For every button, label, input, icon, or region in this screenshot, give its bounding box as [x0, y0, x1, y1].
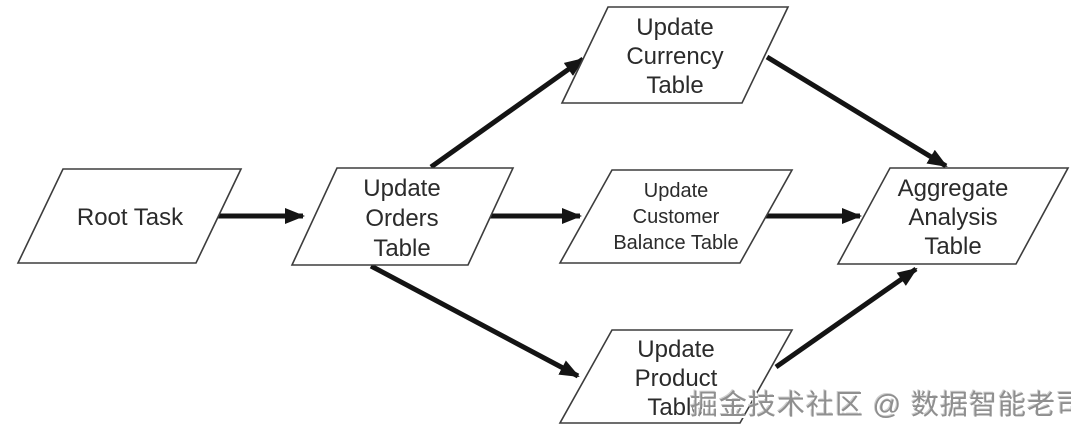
node-update-currency-table-label: Currency	[626, 43, 723, 70]
node-update-product-table-shape	[558, 329, 794, 424]
node-update-customer-balance-table-label: Update	[644, 180, 709, 202]
node-update-orders-table-label: Table	[373, 235, 430, 262]
node-update-customer-balance-table-label: Customer	[633, 206, 720, 228]
node-update-orders-table-label: Update	[363, 175, 440, 202]
node-update-product-table-label: Update	[637, 336, 714, 363]
node-root-task-shape	[16, 168, 243, 264]
node-update-product-table: Update Product Table	[558, 329, 794, 424]
node-update-product-table-label: Table	[647, 394, 704, 421]
edge-update-orders-table-to-update-currency-table	[429, 56, 585, 170]
node-update-currency-table: Update Currency Table	[560, 6, 790, 104]
node-root-task: Root Task	[16, 168, 243, 264]
node-update-orders-table-shape	[290, 167, 515, 266]
node-aggregate-analysis-table: Aggregate Analysis Table	[836, 167, 1070, 265]
node-update-product-table-label: Product	[635, 365, 718, 392]
node-update-customer-balance-table-shape	[558, 169, 794, 264]
edge-group	[214, 54, 948, 379]
node-update-customer-balance-table: Update Customer Balance Table	[558, 169, 794, 264]
node-update-currency-table-label: Update	[636, 14, 713, 41]
node-aggregate-analysis-table-label: Table	[924, 233, 981, 260]
node-aggregate-analysis-table-shape	[836, 167, 1070, 265]
watermark-text: 掘金技术社区 @ 数据智能老司机	[690, 389, 1071, 420]
node-aggregate-analysis-table-label: Analysis	[908, 204, 997, 231]
edge-update-currency-table-to-aggregate-analysis-table	[765, 54, 948, 169]
edge-update-orders-table-to-update-product-table	[369, 263, 580, 379]
node-update-orders-table: Update Orders Table	[290, 167, 515, 266]
node-update-orders-table-label: Orders	[365, 205, 438, 232]
node-root-task-label: Root Task	[77, 204, 184, 231]
node-update-currency-table-shape	[560, 6, 790, 104]
node-update-customer-balance-table-label: Balance Table	[613, 232, 738, 254]
edge-update-product-table-to-aggregate-analysis-table	[774, 266, 918, 370]
node-aggregate-analysis-table-label: Aggregate	[898, 175, 1009, 202]
node-update-currency-table-label: Table	[646, 72, 703, 99]
